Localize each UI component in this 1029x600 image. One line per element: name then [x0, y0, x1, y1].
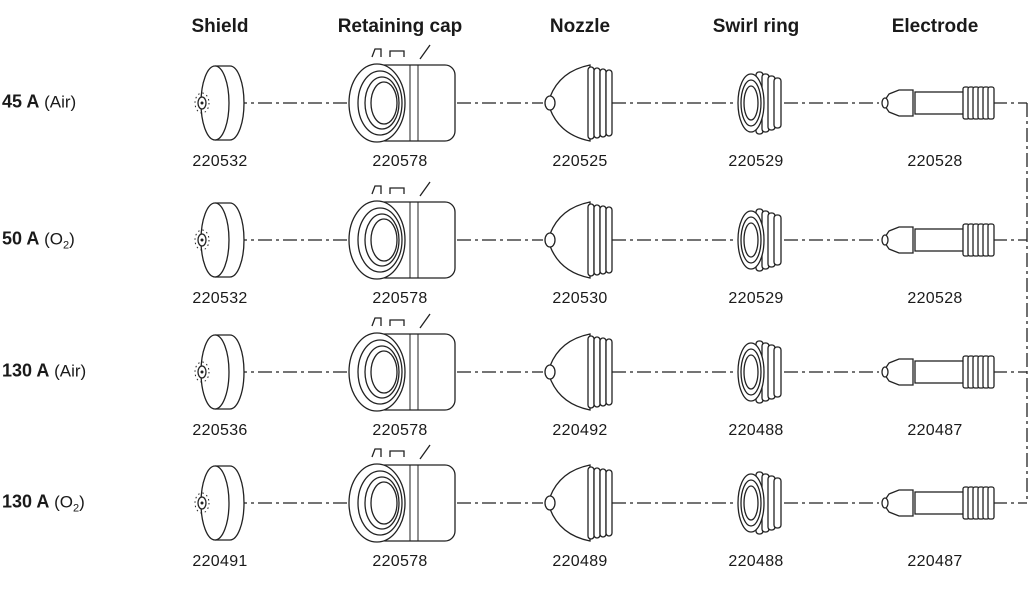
swirl-ring-drawing [737, 208, 782, 272]
gas-label: O [49, 229, 63, 249]
part-number-nozzle: 220530 [552, 290, 608, 307]
part-number-nozzle: 220489 [552, 553, 608, 570]
part-number-electrode: 220487 [907, 422, 963, 439]
part-number-retaining-cap: 220578 [372, 153, 428, 170]
column-header-retaining-cap: Retaining cap [337, 16, 463, 37]
part-number-electrode: 220487 [907, 553, 963, 570]
part-number-nozzle: 220525 [552, 153, 608, 170]
shield-drawing [194, 202, 245, 278]
part-number-swirl-ring: 220529 [728, 153, 784, 170]
nozzle-drawing [544, 333, 613, 411]
shield-drawing [194, 65, 245, 141]
gas-label: Air [49, 92, 71, 112]
part-number-electrode: 220528 [907, 153, 963, 170]
part-number-swirl-ring: 220488 [728, 422, 784, 439]
part-number-shield: 220536 [192, 422, 248, 439]
column-header-shield: Shield [191, 16, 249, 37]
part-number-nozzle: 220492 [552, 422, 608, 439]
retaining-cap-drawing [348, 44, 456, 143]
part-number-swirl-ring: 220529 [728, 290, 784, 307]
part-number-electrode: 220528 [907, 290, 963, 307]
gas-label: O [59, 492, 73, 512]
part-number-retaining-cap: 220578 [372, 290, 428, 307]
retaining-cap-drawing [348, 444, 456, 543]
retaining-cap-drawing [348, 181, 456, 280]
electrode-drawing [881, 486, 995, 520]
row-label: 130 A (O2) [2, 491, 85, 515]
shield-drawing [194, 334, 245, 410]
part-number-swirl-ring: 220488 [728, 553, 784, 570]
swirl-ring-drawing [737, 71, 782, 135]
nozzle-drawing [544, 464, 613, 542]
electrode-drawing [881, 355, 995, 389]
retaining-cap-drawing [348, 313, 456, 412]
shield-drawing [194, 465, 245, 541]
row-label: 45 A (Air) [2, 91, 77, 112]
part-number-retaining-cap: 220578 [372, 553, 428, 570]
part-number-shield: 220491 [192, 553, 248, 570]
part-number-shield: 220532 [192, 153, 248, 170]
nozzle-drawing [544, 64, 613, 142]
electrode-drawing [881, 223, 995, 257]
current-label: 45 A [2, 91, 40, 112]
nozzle-drawing [544, 201, 613, 279]
gas-subscript: 2 [73, 502, 80, 515]
column-header-swirl-ring: Swirl ring [712, 16, 800, 37]
current-label: 130 A [2, 360, 50, 381]
column-header-nozzle: Nozzle [549, 16, 611, 37]
column-header-electrode: Electrode [891, 16, 979, 37]
current-label: 50 A [2, 228, 40, 249]
row-label: 50 A (O2) [2, 228, 75, 252]
part-number-retaining-cap: 220578 [372, 422, 428, 439]
part-number-shield: 220532 [192, 290, 248, 307]
swirl-ring-drawing [737, 471, 782, 535]
electrode-drawing [881, 86, 995, 120]
gas-subscript: 2 [62, 239, 70, 252]
gas-label: Air [59, 361, 81, 381]
current-label: 130 A [2, 491, 50, 512]
row-label: 130 A (Air) [2, 360, 87, 381]
swirl-ring-drawing [737, 340, 782, 404]
